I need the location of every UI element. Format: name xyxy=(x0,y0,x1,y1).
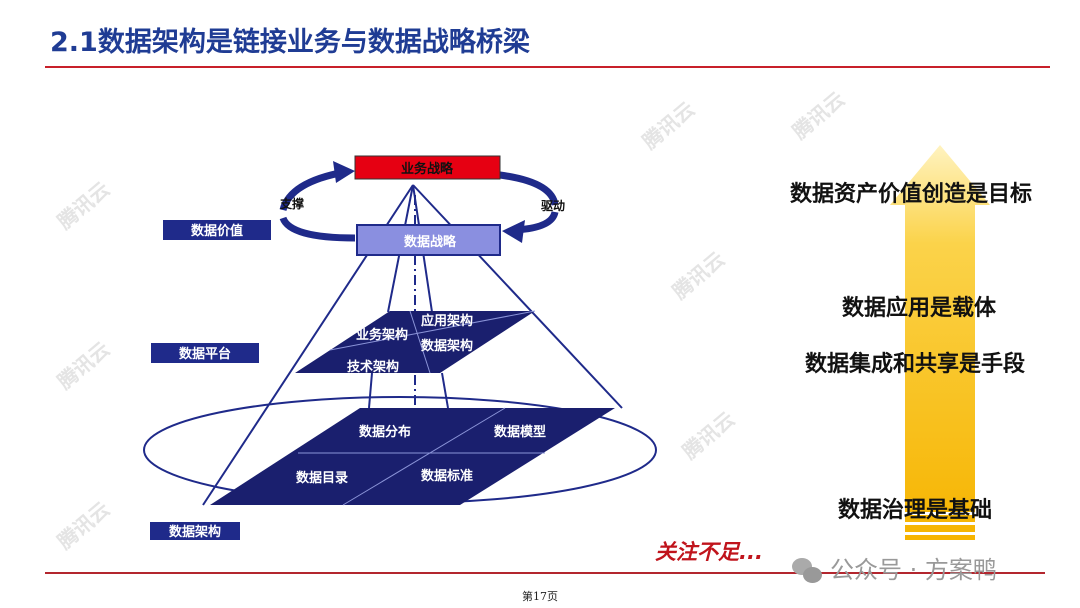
foundation-text: 数据治理是基础 xyxy=(838,498,993,523)
drive-label: 驱动 xyxy=(541,199,565,213)
account-watermark: 公众号 · 方案鸭 xyxy=(792,550,997,585)
arrow-head-icon xyxy=(502,220,525,243)
svg-text:腾讯云: 腾讯云 xyxy=(638,97,699,154)
cell-application-arch: 应用架构 xyxy=(421,313,473,329)
svg-text:腾讯云: 腾讯云 xyxy=(53,497,114,554)
carrier-text: 数据应用是载体 xyxy=(842,296,997,321)
page-number: 第17页 xyxy=(522,590,558,603)
layer-architecture-box xyxy=(150,522,240,540)
svg-text:腾讯云: 腾讯云 xyxy=(668,247,729,304)
cell-data-distribution: 数据分布 xyxy=(359,424,411,440)
account-watermark-text: 公众号 · 方案鸭 xyxy=(830,556,997,584)
platform-plane xyxy=(295,311,535,373)
svg-text:腾讯云: 腾讯云 xyxy=(788,87,849,144)
svg-text:腾讯云: 腾讯云 xyxy=(53,177,114,234)
data-strategy-label: 数据战略 xyxy=(404,234,457,250)
svg-text:腾讯云: 腾讯云 xyxy=(53,337,114,394)
page-title: 2.1数据架构是链接业务与数据战略桥梁 xyxy=(50,27,530,58)
layer-platform-label: 数据平台 xyxy=(179,346,231,362)
business-strategy-label: 业务战略 xyxy=(401,161,454,177)
cell-business-arch: 业务架构 xyxy=(356,327,408,343)
cell-data-arch: 数据架构 xyxy=(421,338,473,354)
wechat-icon xyxy=(792,558,822,584)
base-plane xyxy=(210,408,615,505)
goal-text: 数据资产价值创造是目标 xyxy=(790,182,1033,207)
cell-tech-arch: 技术架构 xyxy=(347,359,399,375)
means-text: 数据集成和共享是手段 xyxy=(805,352,1026,377)
cell-data-standard: 数据标准 xyxy=(421,468,473,484)
layer-value-box xyxy=(163,220,271,240)
support-label: 支撑 xyxy=(279,196,304,211)
title-divider xyxy=(45,66,1050,68)
data-strategy-box xyxy=(356,224,501,256)
upward-arrow-icon xyxy=(890,145,990,540)
svg-text:腾讯云: 腾讯云 xyxy=(678,407,739,464)
cell-data-model: 数据模型 xyxy=(494,424,546,440)
business-strategy-box xyxy=(354,155,501,180)
layer-platform-box xyxy=(151,343,259,363)
arrow-head-icon xyxy=(333,161,355,183)
cell-data-catalog: 数据目录 xyxy=(296,470,348,486)
focus-note: 关注不足... xyxy=(655,540,763,564)
layer-architecture-label: 数据架构 xyxy=(169,524,221,540)
layer-value-label: 数据价值 xyxy=(191,223,243,239)
footer-divider xyxy=(45,572,1045,574)
